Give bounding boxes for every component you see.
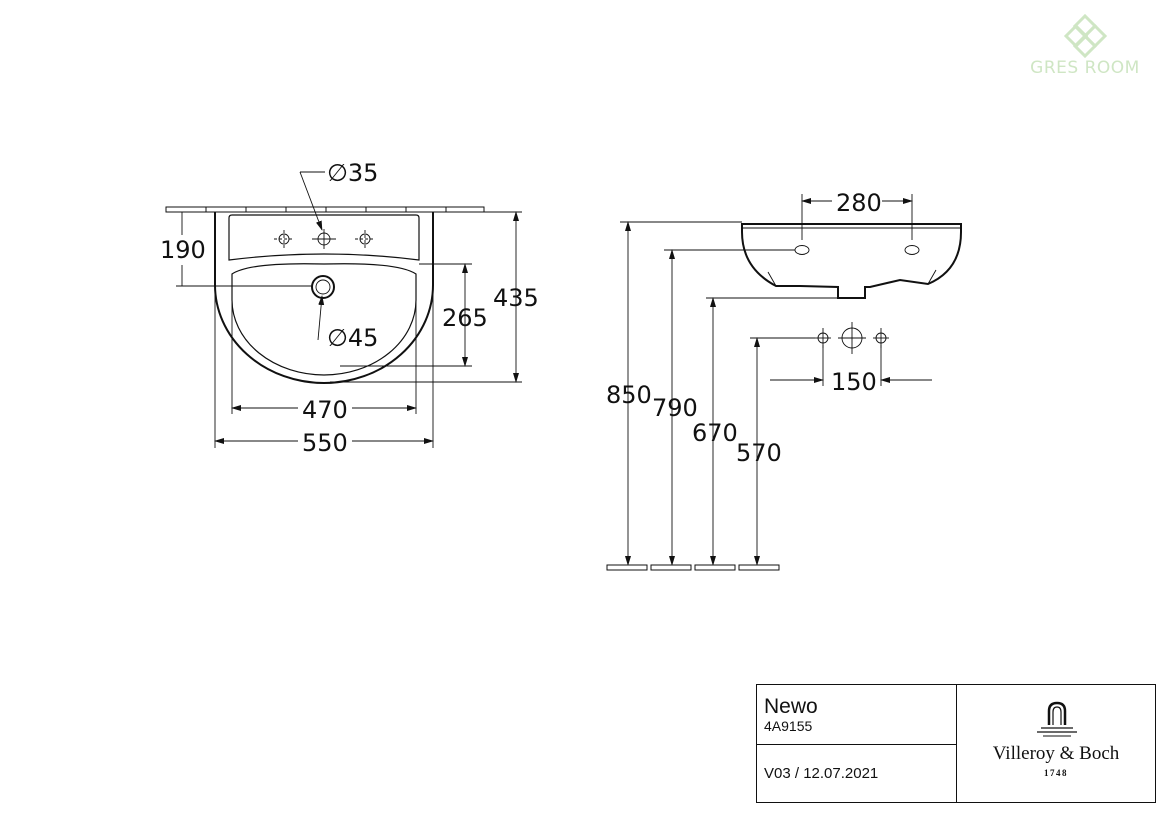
fixing-hole-left <box>794 245 810 255</box>
tap-hole-right <box>355 230 375 248</box>
villeroy-boch-logo-icon <box>1037 701 1077 737</box>
basin-deck <box>228 214 420 261</box>
front-view: ∅35 ∅45 190 265 435 470 550 <box>160 159 539 457</box>
dim-670: 670 <box>692 419 738 447</box>
brand-name: Villeroy & Boch <box>992 743 1120 764</box>
side-basin-outline <box>741 223 962 299</box>
floor-strip <box>606 564 780 571</box>
dim-265: 265 <box>442 304 488 332</box>
title-block-product: Newo 4A9155 <box>757 685 956 745</box>
dim-tap-hole-diameter: ∅35 <box>327 159 378 187</box>
dim-550: 550 <box>302 429 348 457</box>
gres-room-watermark: GRES ROOM <box>1030 13 1140 84</box>
dim-435: 435 <box>493 284 539 312</box>
tap-hole-left <box>274 230 294 248</box>
waste-outlet <box>311 275 335 299</box>
watermark-text: GRES ROOM <box>1030 58 1140 78</box>
drawing-version: V03 / 12.07.2021 <box>764 765 879 782</box>
dim-790: 790 <box>652 394 698 422</box>
dim-850: 850 <box>606 381 652 409</box>
basin-bowl <box>231 263 417 376</box>
dim-470: 470 <box>302 396 348 424</box>
title-block: Newo 4A9155 V03 / 12.07.2021 Villeroy & … <box>756 684 1156 803</box>
title-block-info: Newo 4A9155 V03 / 12.07.2021 <box>757 685 957 802</box>
supply-hole-right <box>873 328 889 348</box>
product-code: 4A9155 <box>764 718 813 734</box>
dim-280: 280 <box>836 189 882 217</box>
diamond-logo-icon <box>1063 13 1108 59</box>
dim-150: 150 <box>831 368 877 396</box>
basin-outline <box>214 212 434 384</box>
dim-190: 190 <box>160 236 206 264</box>
dim-waste-diameter: ∅45 <box>327 324 378 352</box>
brand-year: 1748 <box>1044 768 1068 778</box>
wall-strip <box>165 206 485 213</box>
product-name: Newo <box>764 695 818 718</box>
dim-570: 570 <box>736 439 782 467</box>
supply-hole-left <box>815 328 831 348</box>
side-view: 280 150 850 790 670 570 <box>606 189 962 571</box>
waste-hole <box>838 322 866 354</box>
fixing-hole-right <box>904 245 920 255</box>
brand-area: Villeroy & Boch 1748 <box>957 685 1155 802</box>
tap-hole-center <box>312 229 336 249</box>
